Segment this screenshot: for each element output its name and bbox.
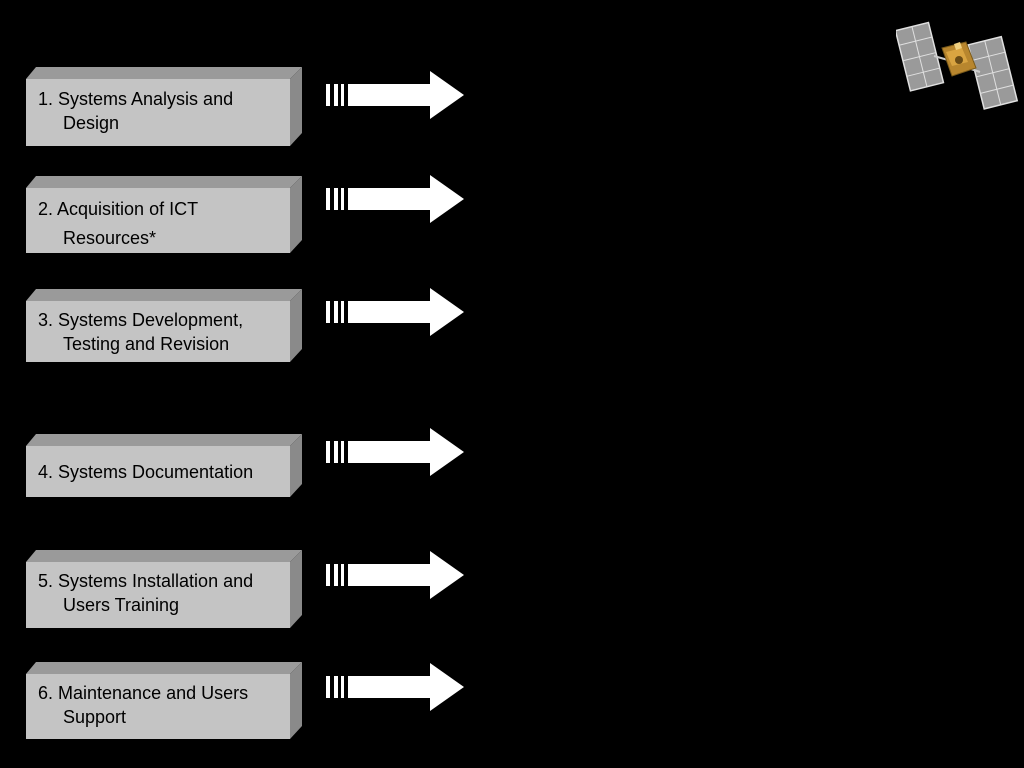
stage-label-line1: 3. Systems Development, xyxy=(38,310,244,330)
right-arrow-icon xyxy=(326,71,464,119)
right-arrow-icon xyxy=(326,663,464,711)
box-shape xyxy=(26,289,302,362)
stage-label: 5. Systems Installation and Users Traini… xyxy=(38,569,286,617)
right-arrow-icon xyxy=(326,288,464,336)
stage-label-line2: Resources* xyxy=(63,228,157,248)
box-shape xyxy=(26,176,302,253)
stage-label: 6. Maintenance and Users Support xyxy=(38,681,286,729)
stage-label-line1: 6. Maintenance and Users xyxy=(38,683,249,703)
stage-box-5: 5. Systems Installation and Users Traini… xyxy=(26,550,302,629)
stage-box-6: 6. Maintenance and Users Support xyxy=(26,662,302,740)
stage-box-2: 2. Acquisition of ICT Resources* xyxy=(26,176,302,254)
box-shape xyxy=(26,550,302,628)
satellite-icon xyxy=(896,21,1019,110)
stage-box-4: 4. Systems Documentation xyxy=(26,434,302,498)
stage-label-line2: Users Training xyxy=(63,595,180,615)
stage-box-1: 1. Systems Analysis and Design xyxy=(26,67,302,147)
stage-label: 2. Acquisition of ICT Resources* xyxy=(38,195,286,253)
stage-label-line2: Testing and Revision xyxy=(63,334,230,354)
stage-label: 4. Systems Documentation xyxy=(38,460,286,484)
stage-label-line1: 2. Acquisition of ICT xyxy=(38,199,199,219)
stage-box-3: 3. Systems Development, Testing and Revi… xyxy=(26,289,302,363)
box-shape xyxy=(26,434,302,497)
stage-label-line1: 1. Systems Analysis and xyxy=(38,89,234,109)
stage-label: 3. Systems Development, Testing and Revi… xyxy=(38,308,286,356)
stage-label-line2: Support xyxy=(63,707,127,727)
right-arrow-icon xyxy=(326,175,464,223)
right-arrow-icon xyxy=(326,428,464,476)
stage-label-line1: 4. Systems Documentation xyxy=(38,462,254,482)
stage-label: 1. Systems Analysis and Design xyxy=(38,87,286,135)
stage-label-line1: 5. Systems Installation and xyxy=(38,571,254,591)
box-shape xyxy=(26,67,302,146)
stage-label-line2: Design xyxy=(63,113,120,133)
box-shape xyxy=(26,662,302,739)
right-arrow-icon xyxy=(326,551,464,599)
